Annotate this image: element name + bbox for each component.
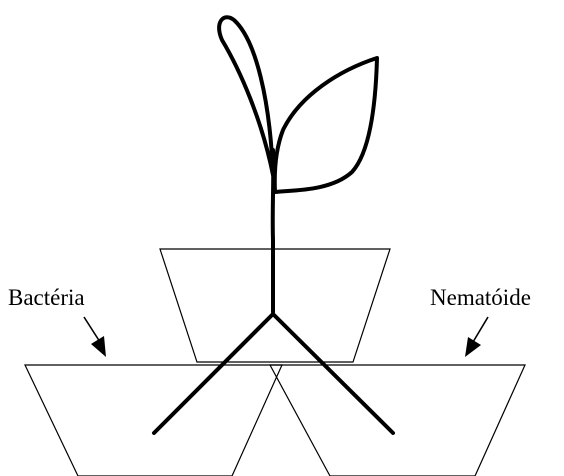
root-right [273,314,393,433]
lower-left-pot [25,365,282,476]
arrow-left-shaft [84,317,100,342]
root-left [154,314,273,433]
label-nematode: Nematóide [430,285,531,310]
label-bacteria: Bactéria [8,285,85,310]
arrow-right-head [465,337,481,357]
left-leaf [219,17,273,175]
arrow-right-shaft [473,317,488,342]
lower-right-pot [270,365,525,476]
right-leaf [275,58,377,192]
